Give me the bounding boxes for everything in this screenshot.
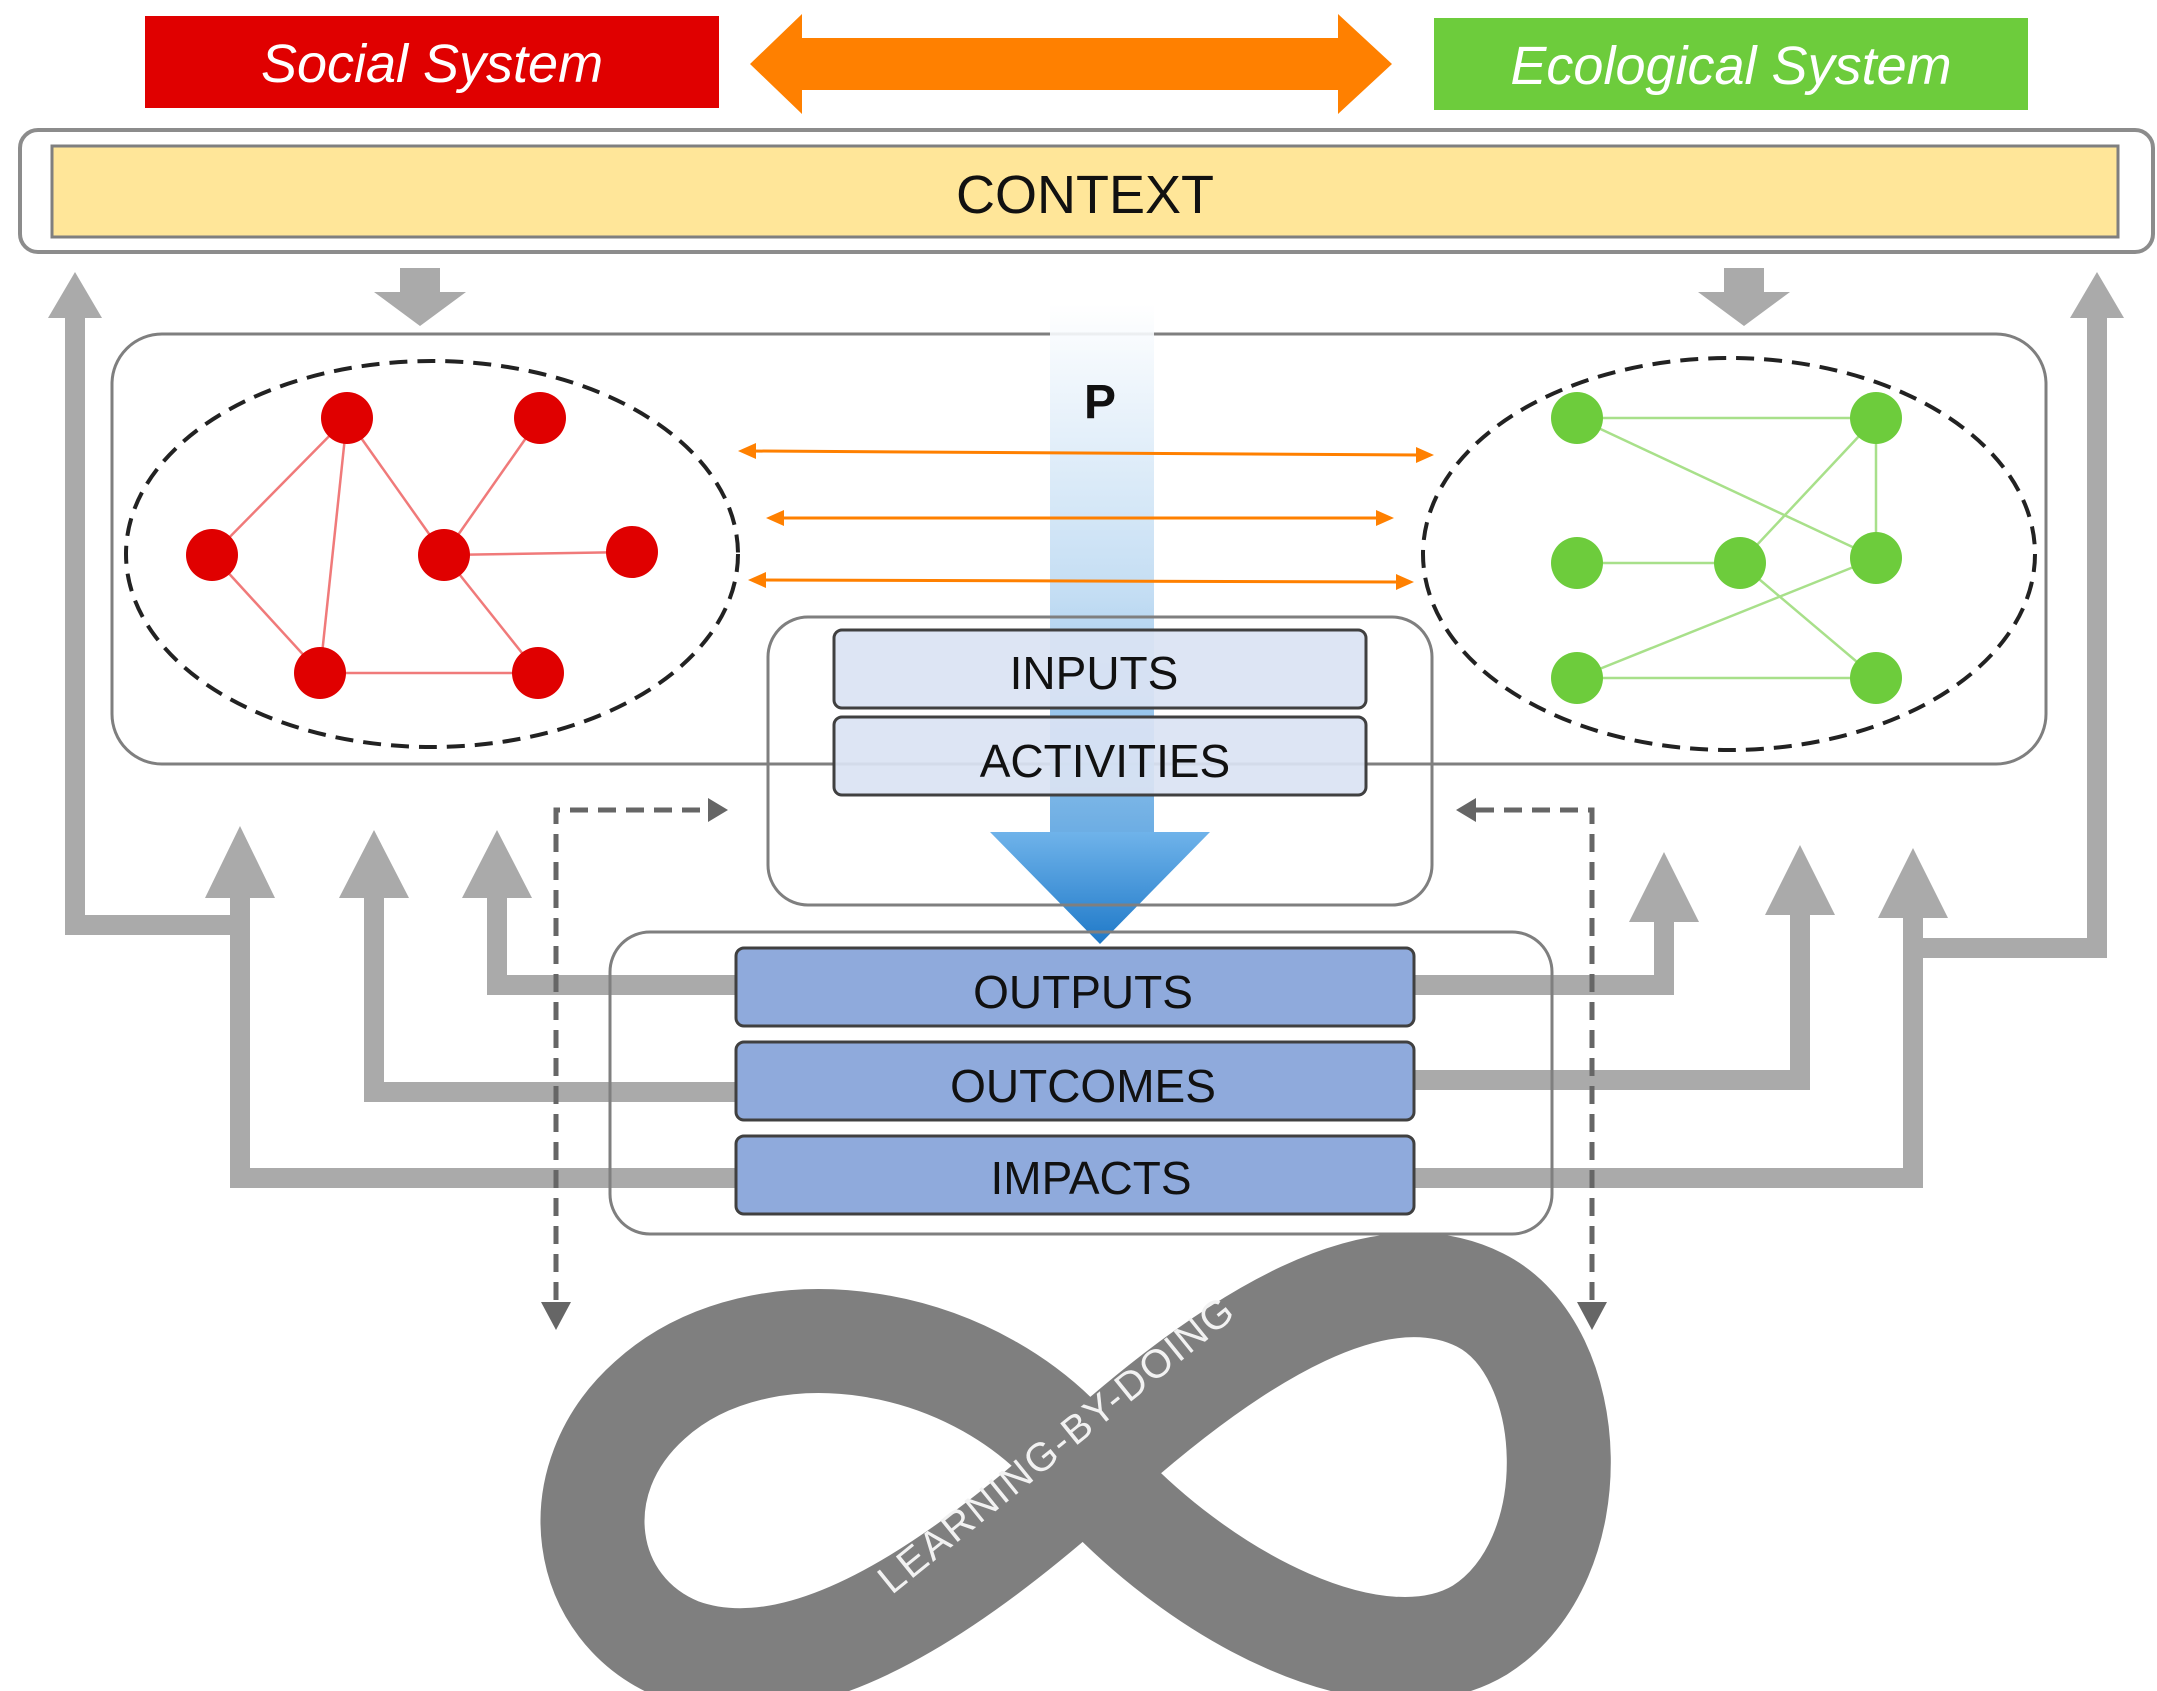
feedback-arrows [65, 300, 2107, 1188]
social-node [514, 392, 566, 444]
inputs-label: INPUTS [1010, 647, 1179, 699]
context-bar [50, 144, 2120, 239]
activities-box [832, 715, 1368, 797]
social-node [294, 647, 346, 699]
social-system-banner [145, 16, 719, 108]
outcomes-box [734, 1040, 1416, 1122]
process-container [766, 615, 1434, 907]
social-network-nodes [186, 392, 658, 699]
learning-connector-heads [541, 798, 1607, 1330]
social-node [186, 529, 238, 581]
interaction-lines [738, 443, 1434, 590]
learning-connectors [553, 807, 1595, 1300]
social-node [512, 647, 564, 699]
ecological-network-boundary [1421, 356, 2037, 752]
ecological-system-label: Ecological System [1510, 36, 1951, 96]
outputs-box [734, 946, 1416, 1028]
ecological-node [1551, 652, 1603, 704]
ecological-network-nodes [1551, 392, 1902, 704]
impacts-box [734, 1134, 1416, 1216]
ecological-node [1551, 392, 1603, 444]
social-system-label: Social System [261, 34, 603, 94]
ecological-system-banner [1434, 18, 2028, 110]
impacts-label: IMPACTS [990, 1152, 1191, 1204]
learning-loop-icon [540, 1233, 1611, 1691]
feedback-arrowheads [48, 268, 2124, 922]
outcomes-label: OUTCOMES [950, 1060, 1216, 1112]
ecological-node [1551, 537, 1603, 589]
social-node [606, 526, 658, 578]
ecological-node [1714, 537, 1766, 589]
inputs-box [832, 628, 1368, 710]
outputs-label: OUTPUTS [973, 966, 1193, 1018]
social-ecological-interaction-arrow [750, 14, 1392, 114]
social-node [321, 392, 373, 444]
social-network-links [211, 417, 633, 675]
ecological-node [1850, 652, 1902, 704]
activities-label: ACTIVITIES [980, 735, 1230, 787]
results-container [608, 930, 1554, 1236]
social-network-boundary [124, 359, 740, 749]
context-label: CONTEXT [956, 165, 1214, 225]
ecological-network-links [1576, 416, 1878, 680]
policy-label: P [1084, 376, 1116, 429]
ecological-node [1850, 392, 1902, 444]
ecological-node [1850, 532, 1902, 584]
social-node [418, 529, 470, 581]
